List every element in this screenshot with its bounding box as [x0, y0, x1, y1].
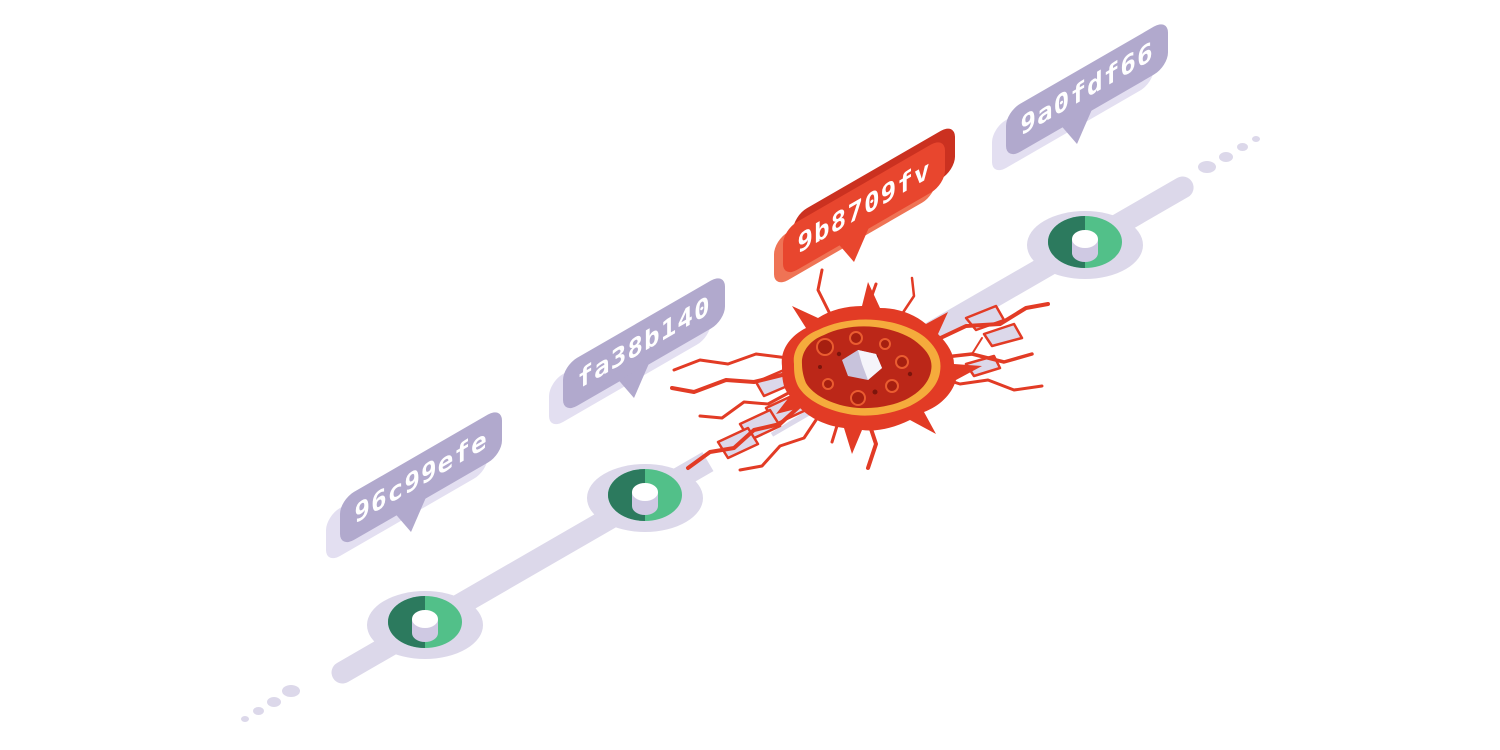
timeline-dot: [241, 716, 249, 722]
commit-node: [1027, 211, 1143, 279]
commit-hash: 9a0fdf66: [1020, 35, 1154, 143]
commit-hash: 9b8709fv: [797, 153, 931, 261]
donut-chart-icon: [608, 469, 682, 521]
timeline-dot: [1237, 143, 1248, 151]
splat-hole: [842, 350, 882, 380]
commit-node: [367, 591, 483, 659]
crash-splat-icon: [670, 268, 1050, 472]
splat-bubbles: [816, 331, 909, 406]
timeline-dot: [282, 685, 300, 697]
commit-node: [587, 464, 703, 532]
timeline-dot: [1219, 152, 1233, 162]
timeline-dot: [1252, 136, 1260, 142]
commit-label-bubble: 9a0fdf66: [1006, 18, 1168, 161]
broken-commit-label-bubble: 9b8709fv: [783, 136, 945, 278]
timeline-dot: [253, 707, 264, 715]
commit-hash: 96c99efe: [354, 423, 488, 531]
donut-chart-icon: [1048, 216, 1122, 268]
splat-cracks: [670, 268, 1050, 472]
timeline-dot: [267, 697, 281, 707]
timeline-dot: [1198, 161, 1216, 173]
commit-label-bubble: 96c99efe: [340, 406, 502, 548]
donut-chart-icon: [388, 596, 462, 648]
